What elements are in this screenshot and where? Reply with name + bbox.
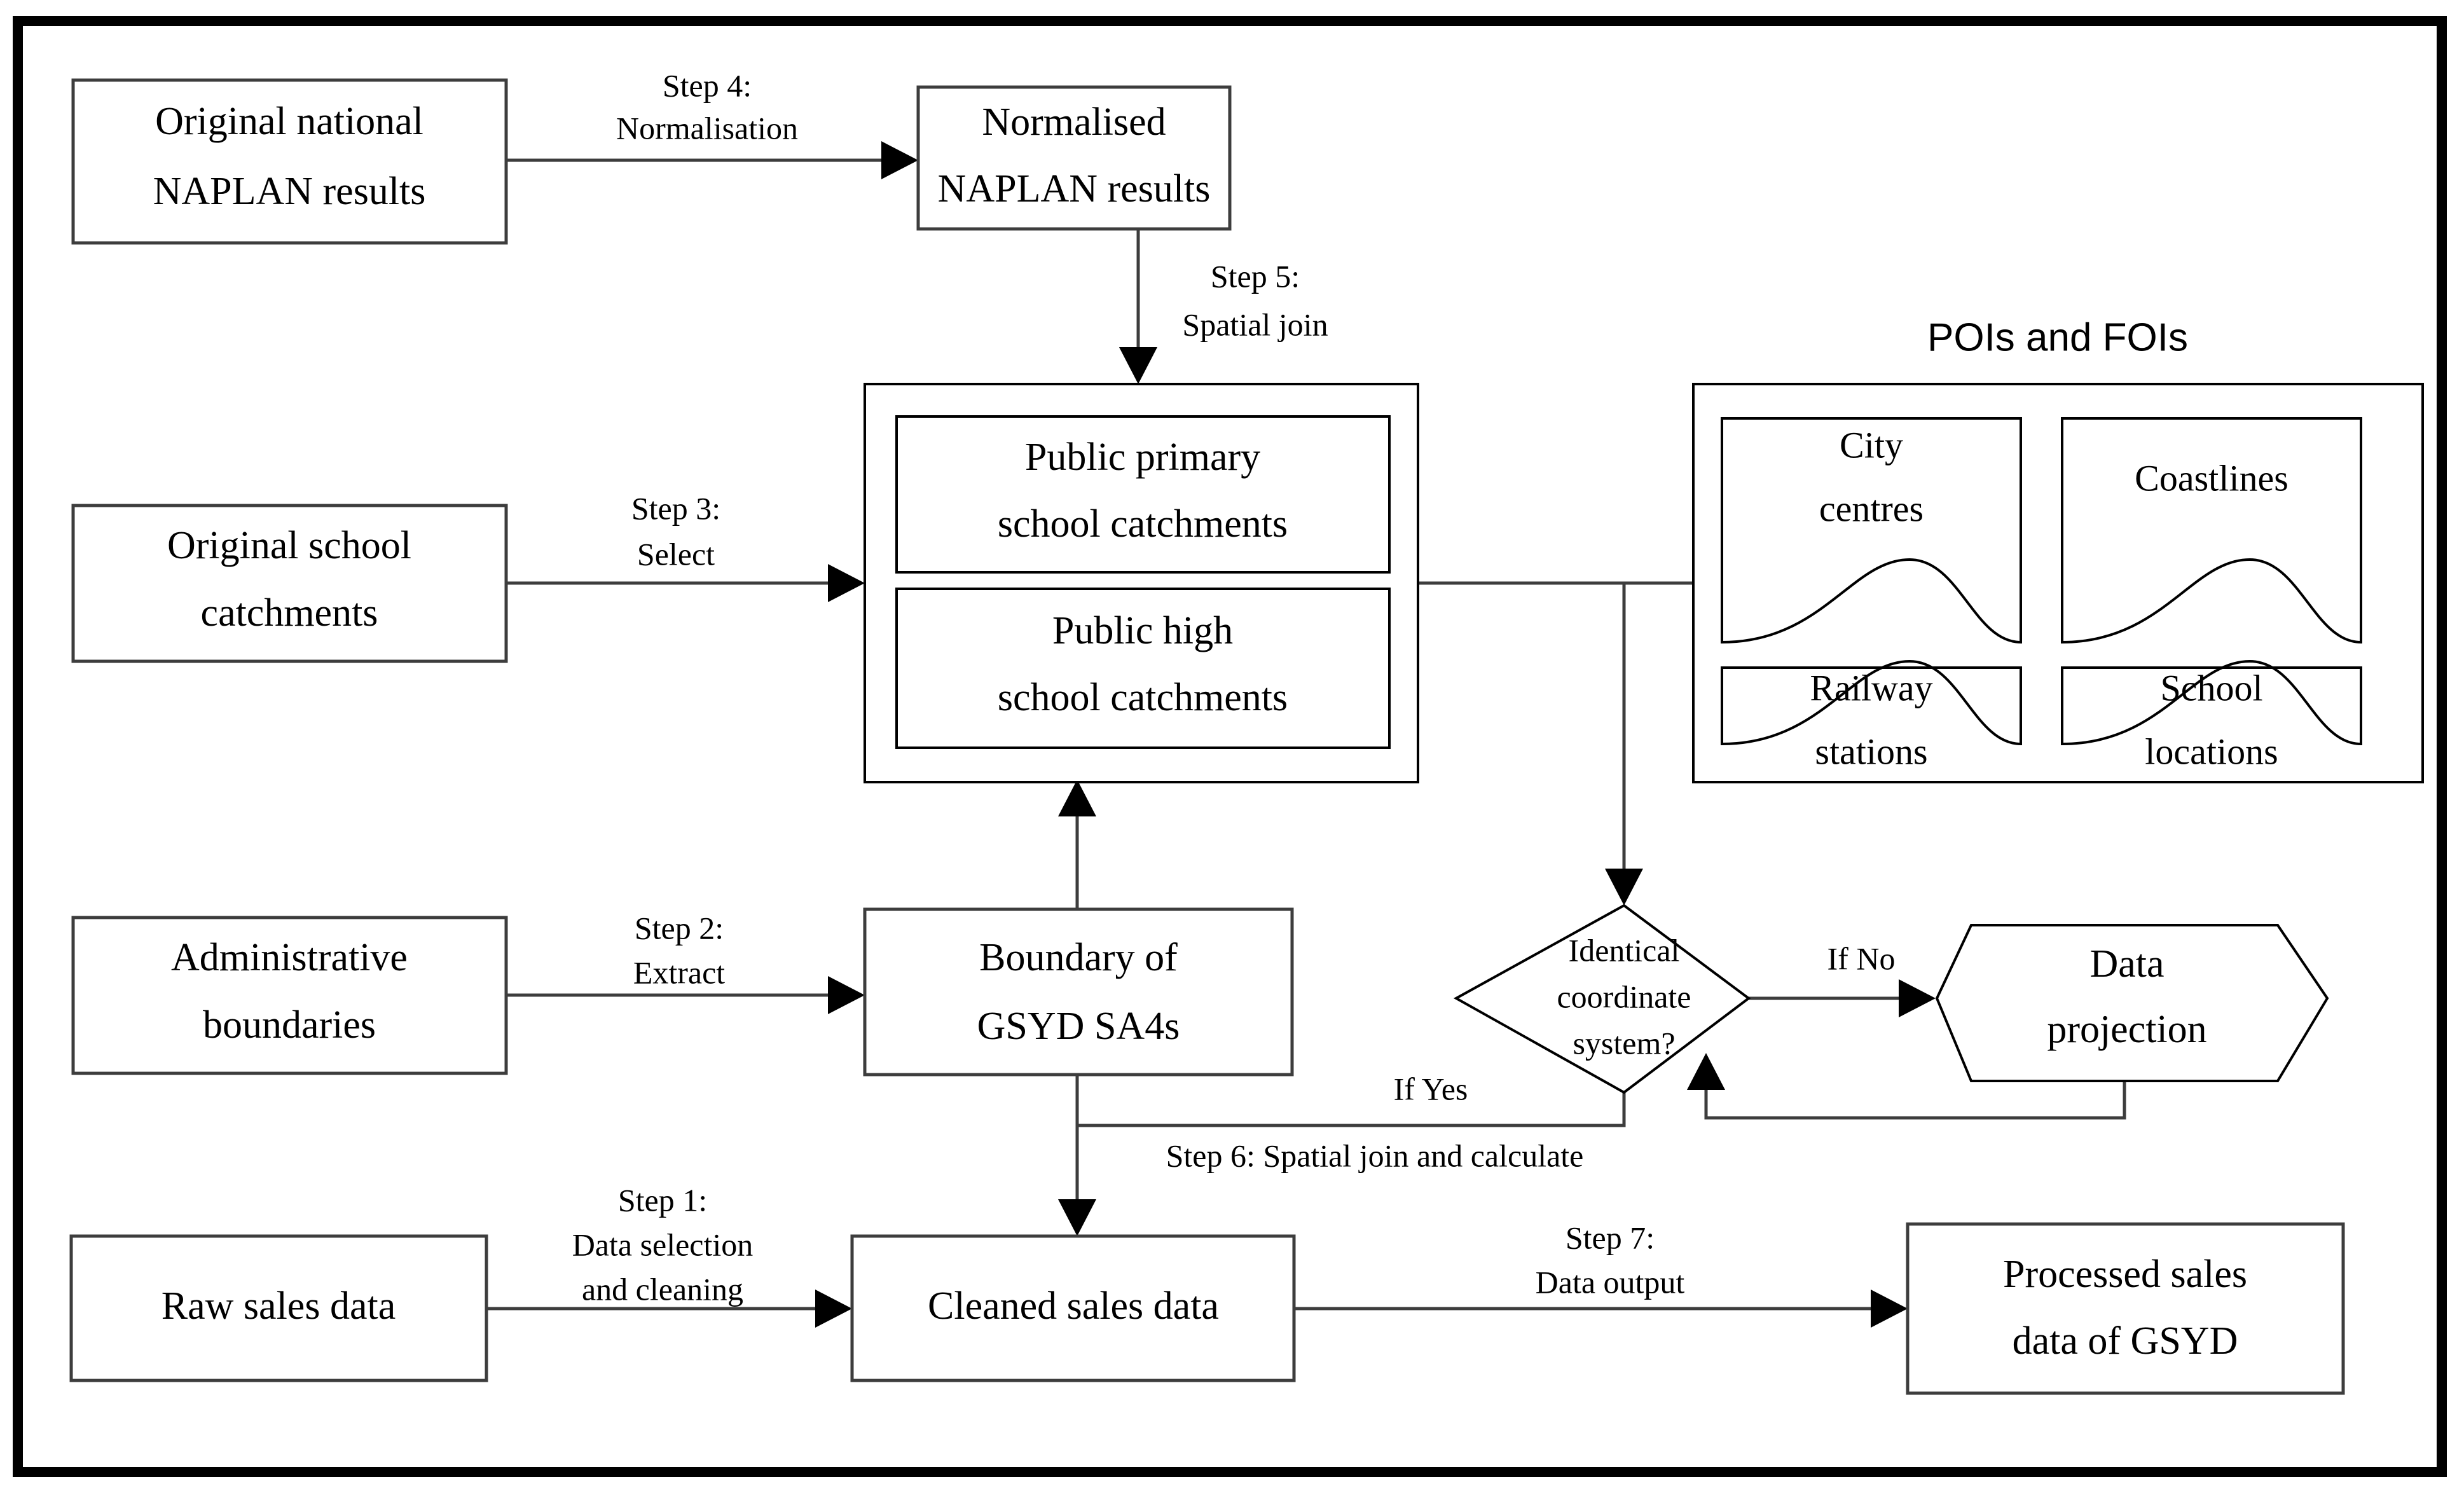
arrowhead-projection-return: [1687, 1053, 1725, 1090]
node-normalised-naplan-line2: NAPLAN results: [938, 167, 1211, 210]
diagram-border: [13, 16, 2447, 1477]
node-decision-line1: Identical: [1569, 932, 1680, 968]
poi-item-railway-stations-line1: Railway: [1810, 667, 1932, 708]
arrowhead-if-no: [1899, 979, 1936, 1017]
arrowhead-step3: [828, 564, 865, 602]
node-cleaned-sales-line1: Cleaned sales data: [928, 1284, 1219, 1328]
edge-label-step4-line2: Normalisation: [616, 110, 798, 146]
node-gsyd-boundary-line1: Boundary of: [979, 936, 1178, 979]
arrowhead-step7: [1871, 1290, 1908, 1328]
arrowhead-gsyd-up: [1058, 780, 1096, 816]
node-raw-sales-line1: Raw sales data: [162, 1284, 396, 1328]
node-original-naplan-line1: Original national: [155, 100, 423, 143]
node-original-catchments[interactable]: [71, 504, 508, 663]
group-title-pois-fois: POIs and FOIs: [1927, 315, 2188, 359]
node-data-projection-line2: projection: [2047, 1008, 2206, 1051]
node-public-primary[interactable]: [895, 415, 1391, 574]
node-admin-boundaries-line1: Administrative: [171, 936, 408, 979]
node-admin-boundaries[interactable]: [71, 916, 508, 1075]
poi-item-coastlines[interactable]: [2061, 417, 2362, 644]
node-normalised-naplan-line1: Normalised: [982, 100, 1166, 144]
edge-label-step3-line2: Select: [637, 536, 715, 572]
edge-label-step2-line1: Step 2:: [635, 910, 724, 946]
edge-label-step4-line1: Step 4:: [663, 67, 752, 103]
connector-if-yes: [1077, 1092, 1626, 1127]
node-processed-sales[interactable]: [1906, 1222, 2345, 1395]
edge-label-step7-line2: Data output: [1536, 1264, 1685, 1300]
connector-projection-return: [1704, 1081, 2126, 1120]
arrowhead-step2: [828, 976, 865, 1014]
poi-item-railway-stations-base: [1721, 659, 2022, 746]
node-original-catchments-line2: catchments: [201, 591, 378, 635]
poi-item-city-centres-line1: City: [1840, 424, 1903, 465]
arrowhead-step5: [1119, 347, 1157, 384]
node-processed-sales-line1: Processed sales: [2003, 1253, 2247, 1296]
node-public-primary-line1: Public primary: [1025, 436, 1260, 479]
arrowhead-step1: [815, 1290, 852, 1328]
arrowhead-step6: [1058, 1199, 1096, 1236]
poi-item-city-centres-line2: centres: [1819, 488, 1924, 529]
edge-label-step5-line1: Step 5:: [1211, 258, 1300, 294]
edge-label-if-yes: If Yes: [1394, 1071, 1468, 1106]
node-public-primary-line2: school catchments: [998, 502, 1288, 546]
edge-label-step1-line1: Step 1:: [618, 1182, 707, 1218]
node-decision-identical-coordinate[interactable]: [1453, 904, 1751, 1094]
node-raw-sales[interactable]: [69, 1234, 488, 1382]
poi-item-coastlines-line1: Coastlines: [2135, 457, 2288, 499]
node-processed-sales-line2: data of GSYD: [2013, 1319, 2238, 1363]
node-gsyd-boundary-line2: GSYD SA4s: [977, 1005, 1180, 1048]
poi-item-school-locations-base: [2061, 659, 2362, 746]
node-gsyd-boundary[interactable]: [863, 907, 1294, 1077]
poi-item-railway-stations-line2: stations: [1815, 731, 1927, 772]
node-admin-boundaries-line2: boundaries: [203, 1003, 376, 1047]
node-decision-line3: system?: [1573, 1025, 1675, 1061]
edge-label-step6: Step 6: Spatial join and calculate: [1166, 1138, 1584, 1173]
node-cleaned-sales[interactable]: [850, 1234, 1296, 1382]
edge-label-step2-line2: Extract: [633, 954, 725, 990]
node-data-projection-line1: Data: [2089, 942, 2164, 986]
edge-label-step1-line3: and cleaning: [582, 1271, 743, 1307]
node-data-projection[interactable]: [1935, 924, 2329, 1082]
node-original-naplan-line2: NAPLAN results: [153, 170, 426, 213]
node-public-high[interactable]: [895, 588, 1391, 749]
edge-label-step5-line2: Spatial join: [1182, 306, 1328, 342]
node-normalised-naplan[interactable]: [916, 85, 1232, 231]
node-original-catchments-line1: Original school: [167, 524, 411, 567]
poi-item-city-centres[interactable]: [1721, 417, 2022, 644]
poi-item-school-locations-line1: School: [2160, 667, 2262, 708]
arrowhead-to-decision: [1605, 869, 1643, 905]
edge-label-if-no: If No: [1827, 940, 1896, 976]
node-public-high-line1: Public high: [1052, 609, 1233, 652]
node-original-naplan[interactable]: [71, 78, 508, 245]
node-public-high-line2: school catchments: [998, 676, 1288, 719]
arrowhead-step4: [881, 141, 918, 179]
poi-item-school-locations-line2: locations: [2145, 731, 2278, 772]
edge-label-step1-line2: Data selection: [572, 1227, 754, 1262]
node-decision-line2: coordinate: [1557, 979, 1691, 1014]
edge-label-step7-line1: Step 7:: [1566, 1220, 1655, 1255]
edge-label-step3-line1: Step 3:: [631, 490, 720, 526]
